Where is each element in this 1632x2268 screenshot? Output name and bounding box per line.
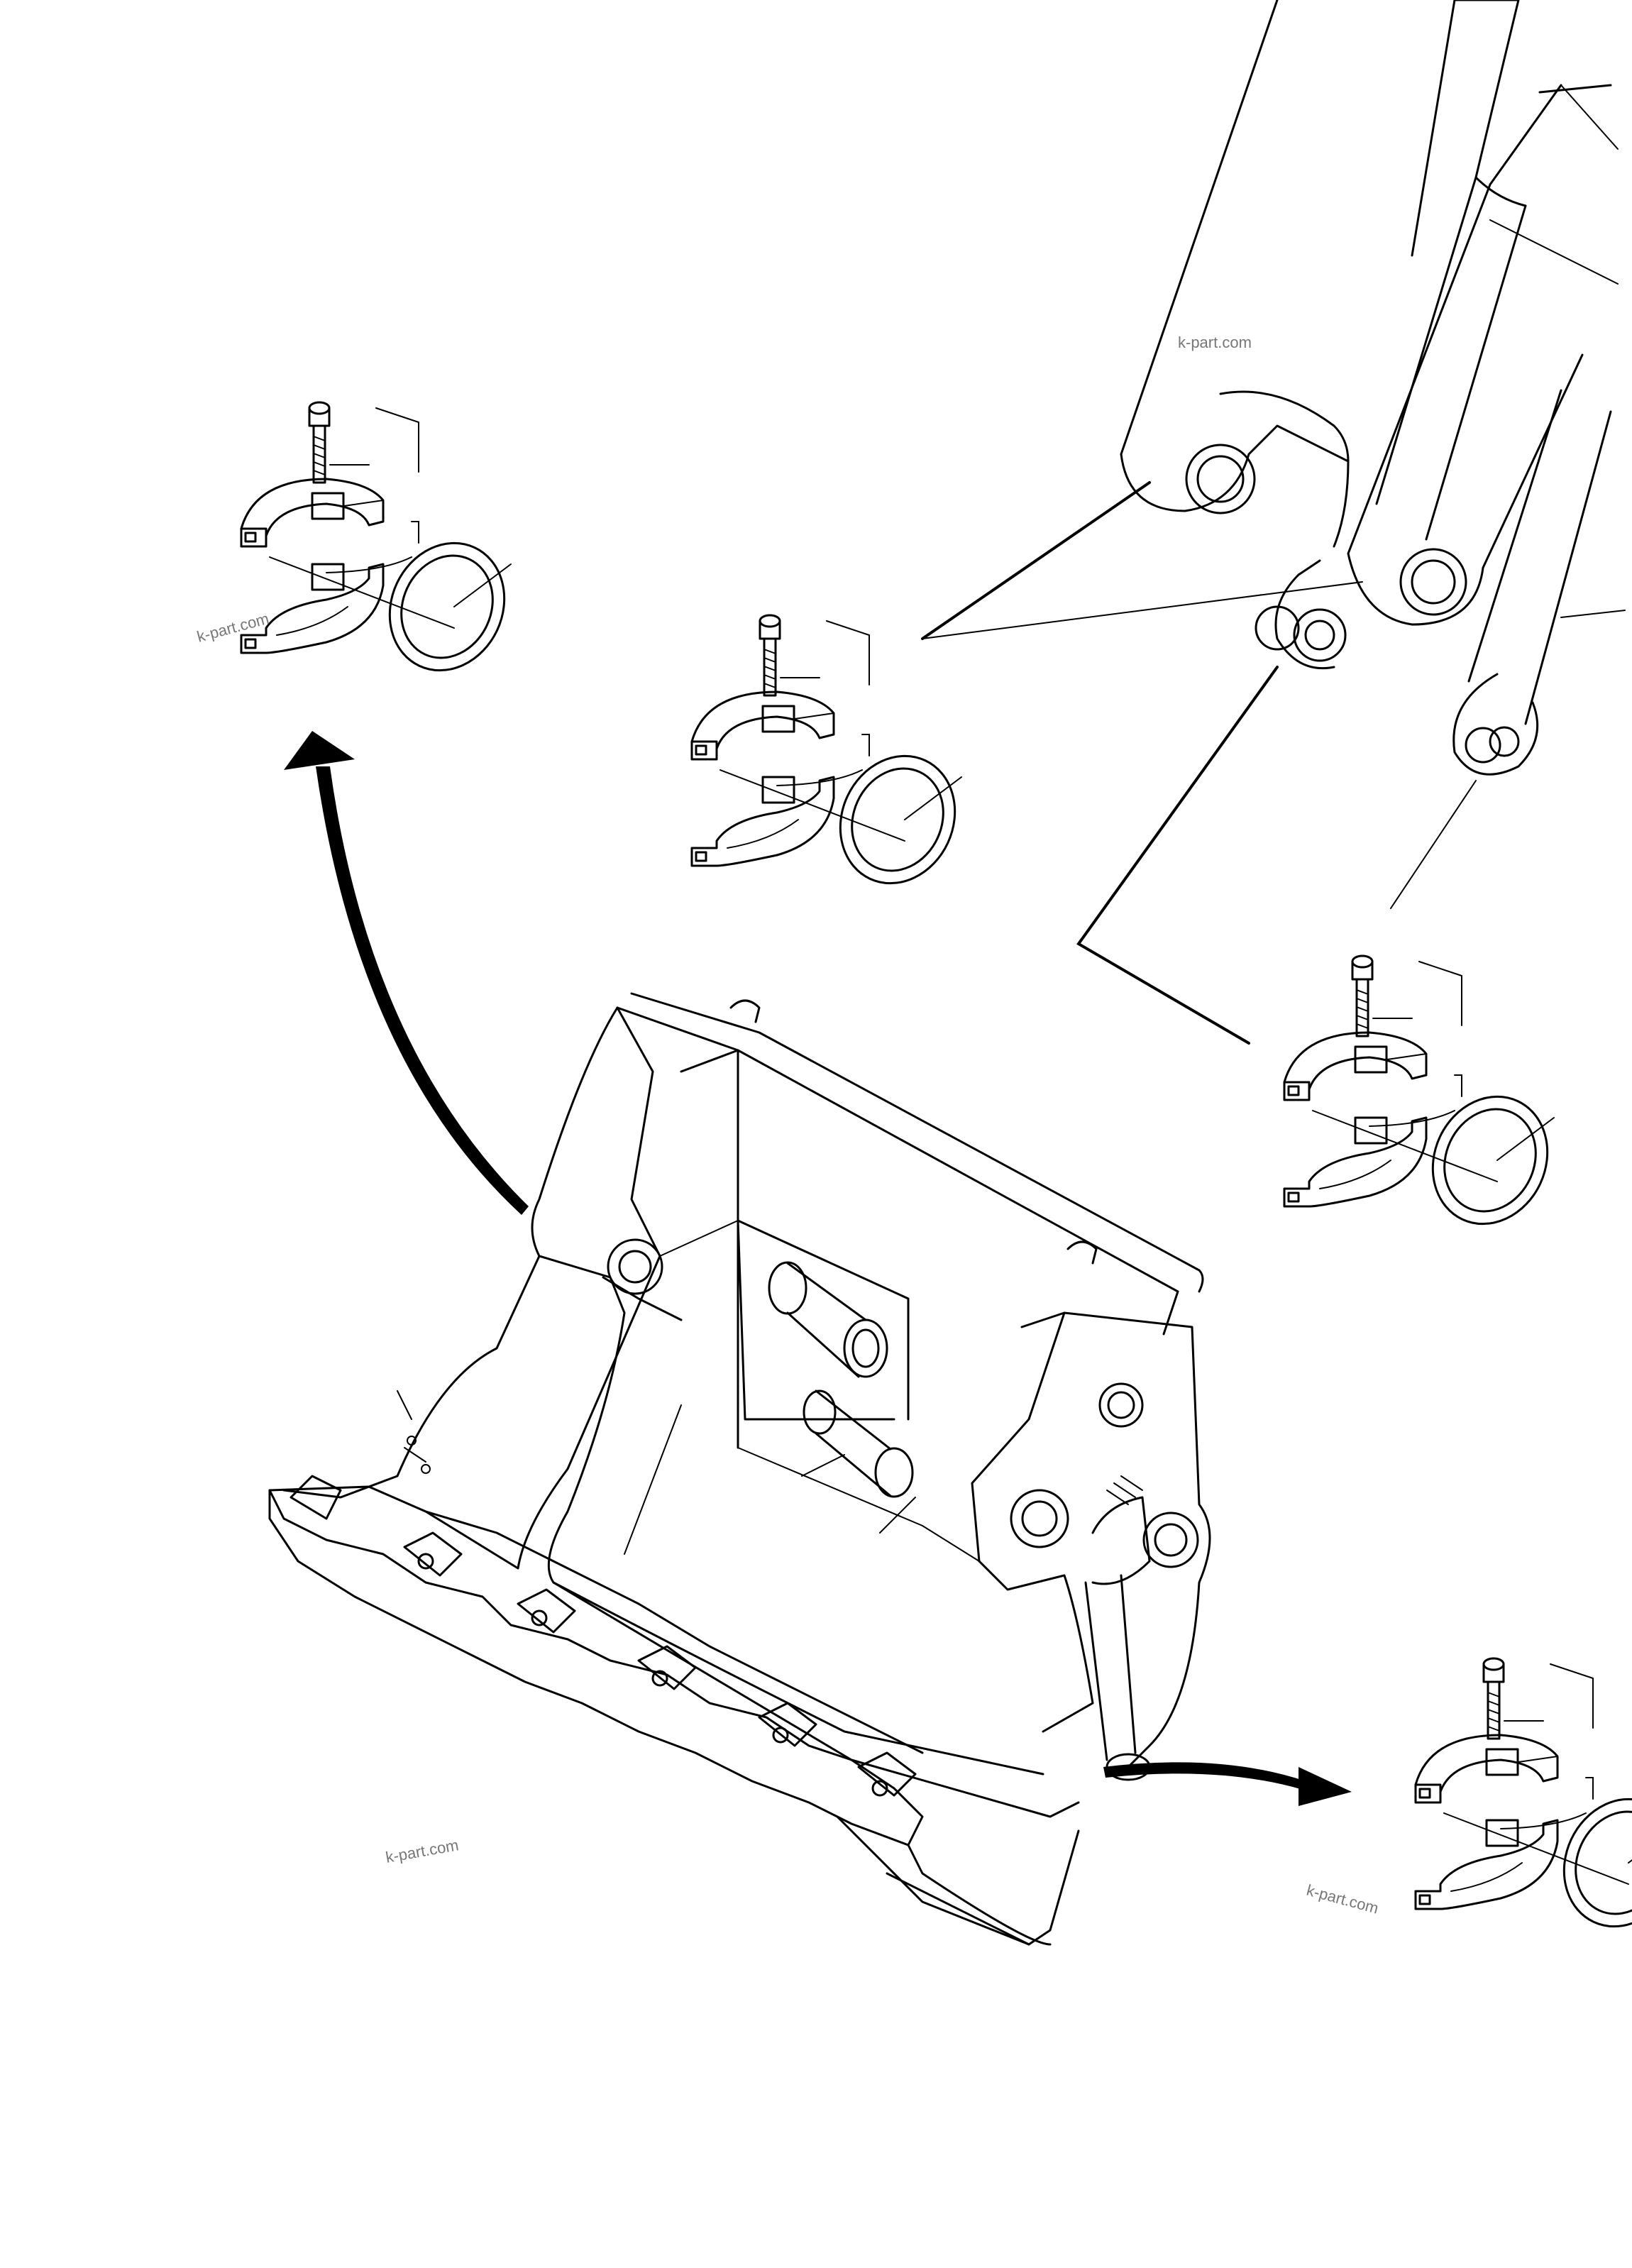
- watermark-left: k-part.com: [195, 610, 271, 646]
- watermark-bottom-right: k-part.com: [1305, 1881, 1381, 1917]
- clamp-assembly-lower-right: [1414, 1657, 1632, 1947]
- boom-arm-illustration: k-part.com: [921, 0, 1626, 1045]
- bucket-illustration: k-part.com: [268, 992, 1211, 1946]
- clamp-assembly-upper-left: [240, 401, 526, 690]
- curved-arrow-icon: [1103, 1762, 1352, 1806]
- curved-arrow-icon: [284, 731, 529, 1215]
- watermark-bottom-left: k-part.com: [385, 1836, 461, 1866]
- clamp-assembly-right: [1283, 954, 1570, 1244]
- watermark-top-right: k-part.com: [1178, 334, 1252, 351]
- clamp-assembly-center: [690, 614, 977, 903]
